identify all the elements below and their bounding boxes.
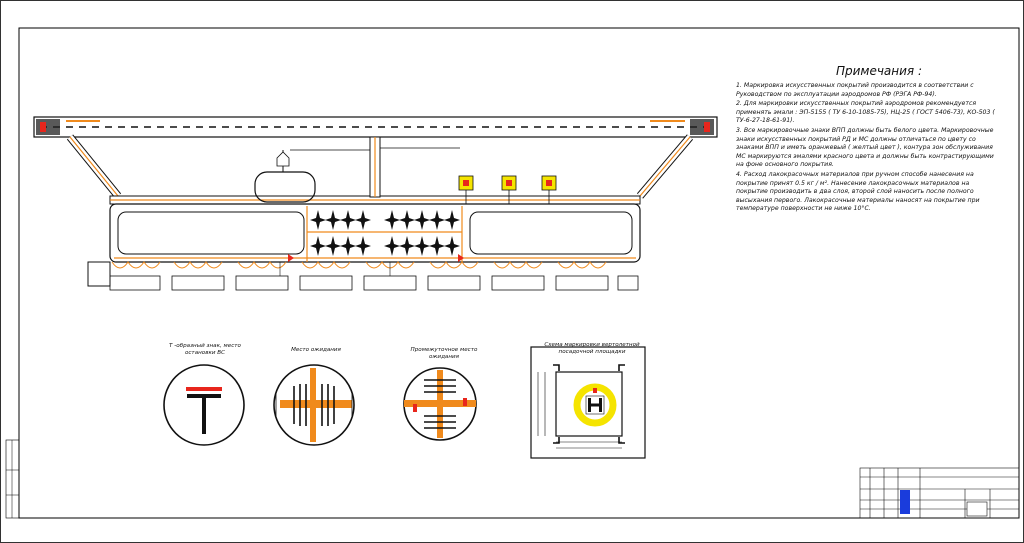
holding-detail <box>273 364 355 446</box>
intermediate-holding-caption: Промежуточное место ожидания <box>410 347 478 360</box>
title-block <box>859 467 1020 519</box>
intermediate-holding-detail <box>403 367 477 441</box>
apron <box>109 203 641 263</box>
note-item: 3. Все маркировочные знаки ВПП должны бы… <box>736 126 994 169</box>
helipad-caption: Схема маркировки вертолетной посадочной … <box>544 342 640 355</box>
t-sign-detail <box>163 364 245 446</box>
t-sign-caption: Т -образный знак, место остановки ВС <box>169 343 241 356</box>
side-stamp <box>5 439 20 519</box>
note-item: 1. Маркировка искусственных покрытий про… <box>736 82 974 98</box>
note-item: 2. Для маркировки искусственных покрытий… <box>736 100 995 125</box>
note-item: 4. Расход лакокрасочных материалов при р… <box>736 170 980 213</box>
airfield-plan <box>33 116 718 291</box>
holding-caption: Место ожидания <box>291 347 341 353</box>
helipad-detail <box>530 346 646 459</box>
helipad-markers <box>458 175 557 204</box>
notes-panel: Примечания : 1. Маркировка искусственных… <box>736 58 998 284</box>
drawing-frame <box>18 27 1020 519</box>
notes-title: Примечания : <box>835 64 923 78</box>
